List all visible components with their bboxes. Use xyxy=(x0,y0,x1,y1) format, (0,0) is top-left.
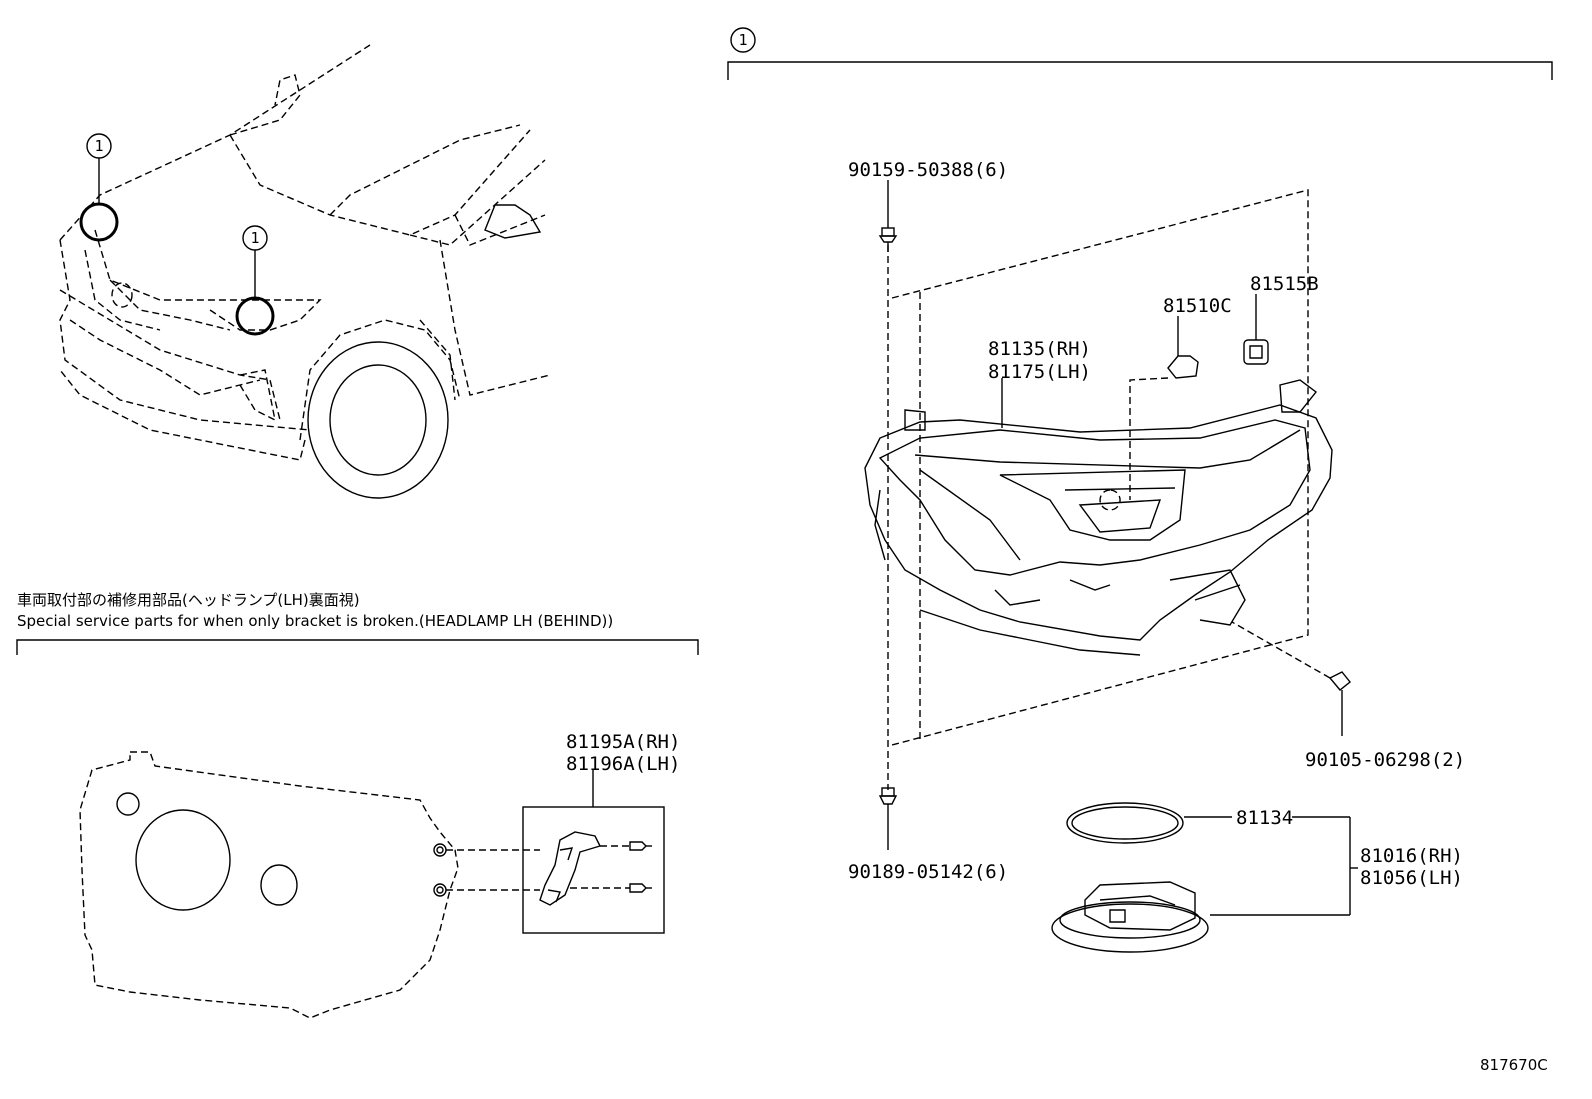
part-labels: 90159-50388(6) 81515B 81510C 81135(RH) 8… xyxy=(848,159,1465,889)
headlamp-back-view xyxy=(79,751,540,1019)
vehicle-front-illustration: 1 1 xyxy=(59,44,551,499)
screw-right-icon xyxy=(1231,621,1351,691)
part-number-label: 81016(RH) xyxy=(1360,845,1463,867)
bracket-inset: 81195A(RH) 81196A(LH) xyxy=(522,731,680,934)
part-number-label: 90189-05142(6) xyxy=(848,861,1008,883)
diagram-id: 817670C xyxy=(1480,1056,1548,1074)
headlamp-location-marker xyxy=(79,202,119,242)
screw-top-icon xyxy=(878,227,898,252)
part-number-label: 81196A(LH) xyxy=(566,753,680,775)
callout-label: 1 xyxy=(738,31,747,49)
callout-label: 1 xyxy=(250,229,259,247)
bracket-icon xyxy=(539,831,601,906)
callout-label: 1 xyxy=(94,137,103,155)
note-japanese: 車両取付部の補修用部品(ヘッドランプ(LH)裏面視) xyxy=(17,591,360,609)
part-number-label: 90105-06298(2) xyxy=(1305,749,1465,771)
gasket-ring-icon xyxy=(1066,802,1184,844)
bracket-screw-icon xyxy=(629,841,652,851)
note-english: Special service parts for when only brac… xyxy=(17,612,613,630)
headlamp-location-marker xyxy=(235,296,275,336)
part-number-label: 81515B xyxy=(1250,273,1319,295)
service-note: 車両取付部の補修用部品(ヘッドランプ(LH)裏面視) Special servi… xyxy=(16,591,699,655)
headlamp-exploded-view xyxy=(864,180,1358,953)
part-number-label: 81175(LH) xyxy=(988,361,1091,383)
bulb-socket-icon xyxy=(1243,294,1269,365)
bulb-icon xyxy=(1129,316,1199,500)
part-number-label: 81056(LH) xyxy=(1360,867,1463,889)
screw-bottom-icon xyxy=(878,787,898,805)
part-number-label: 81135(RH) xyxy=(988,338,1091,360)
assembly-bracket: 1 xyxy=(727,27,1553,80)
part-number-label: 81134 xyxy=(1236,807,1293,829)
part-number-label: 81195A(RH) xyxy=(566,731,680,753)
part-number-label: 81510C xyxy=(1163,295,1232,317)
part-number-label: 90159-50388(6) xyxy=(848,159,1008,181)
bracket-screw-icon xyxy=(629,883,652,893)
ballast-cap-icon xyxy=(1051,881,1209,953)
